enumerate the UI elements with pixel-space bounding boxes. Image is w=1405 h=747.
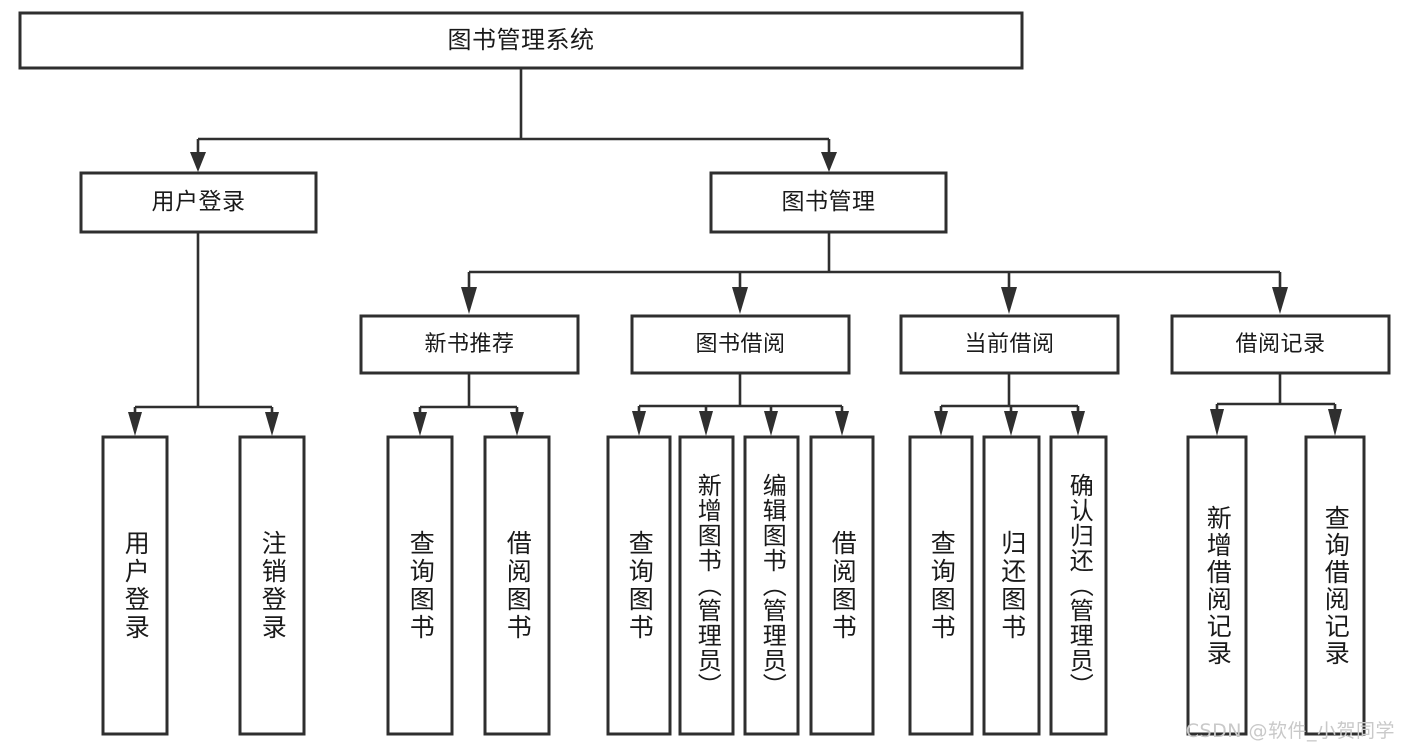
node-box-login[interactable] [79, 171, 318, 234]
node-box-leaf13[interactable] [1304, 435, 1366, 736]
arrow-head-leaf9 [934, 411, 948, 436]
arrow-head-leaf4 [510, 412, 524, 436]
node-box-newbook[interactable] [359, 314, 580, 375]
arrow-head-leaf2 [265, 412, 279, 436]
node-box-root[interactable] [18, 11, 1024, 70]
arrow-head-current [1001, 287, 1017, 314]
node-box-current[interactable] [899, 314, 1120, 375]
node-box-records[interactable] [1170, 314, 1391, 375]
node-box-leaf4[interactable] [483, 435, 551, 736]
node-box-leaf7[interactable] [743, 435, 800, 736]
arrow-head-leaf6 [699, 411, 713, 436]
arrow-head-leaf3 [413, 412, 427, 436]
node-box-leaf1[interactable] [101, 435, 169, 736]
arrow-head-bookmgmt [821, 152, 837, 172]
arrow-head-leaf13 [1328, 409, 1342, 436]
arrow-head-newbook [461, 287, 477, 314]
node-box-leaf2[interactable] [238, 435, 306, 736]
arrow-head-leaf12 [1210, 409, 1224, 436]
node-box-leaf6[interactable] [678, 435, 735, 736]
node-box-leaf12[interactable] [1186, 435, 1248, 736]
arrow-head-borrow [732, 287, 748, 314]
arrow-head-login [190, 152, 206, 172]
node-box-leaf9[interactable] [908, 435, 974, 736]
node-box-bookmgmt[interactable] [709, 171, 948, 234]
arrow-head-records [1272, 287, 1288, 314]
arrow-head-leaf11 [1071, 411, 1085, 436]
node-box-leaf11[interactable] [1049, 435, 1108, 736]
node-box-leaf10[interactable] [982, 435, 1041, 736]
arrow-head-leaf8 [835, 411, 849, 436]
node-box-leaf3[interactable] [386, 435, 454, 736]
arrow-head-leaf7 [764, 411, 778, 436]
arrow-head-leaf1 [128, 412, 142, 436]
arrow-head-leaf5 [632, 411, 646, 436]
node-box-leaf8[interactable] [809, 435, 875, 736]
node-box-borrow[interactable] [630, 314, 851, 375]
arrow-head-leaf10 [1004, 411, 1018, 436]
node-box-leaf5[interactable] [606, 435, 672, 736]
